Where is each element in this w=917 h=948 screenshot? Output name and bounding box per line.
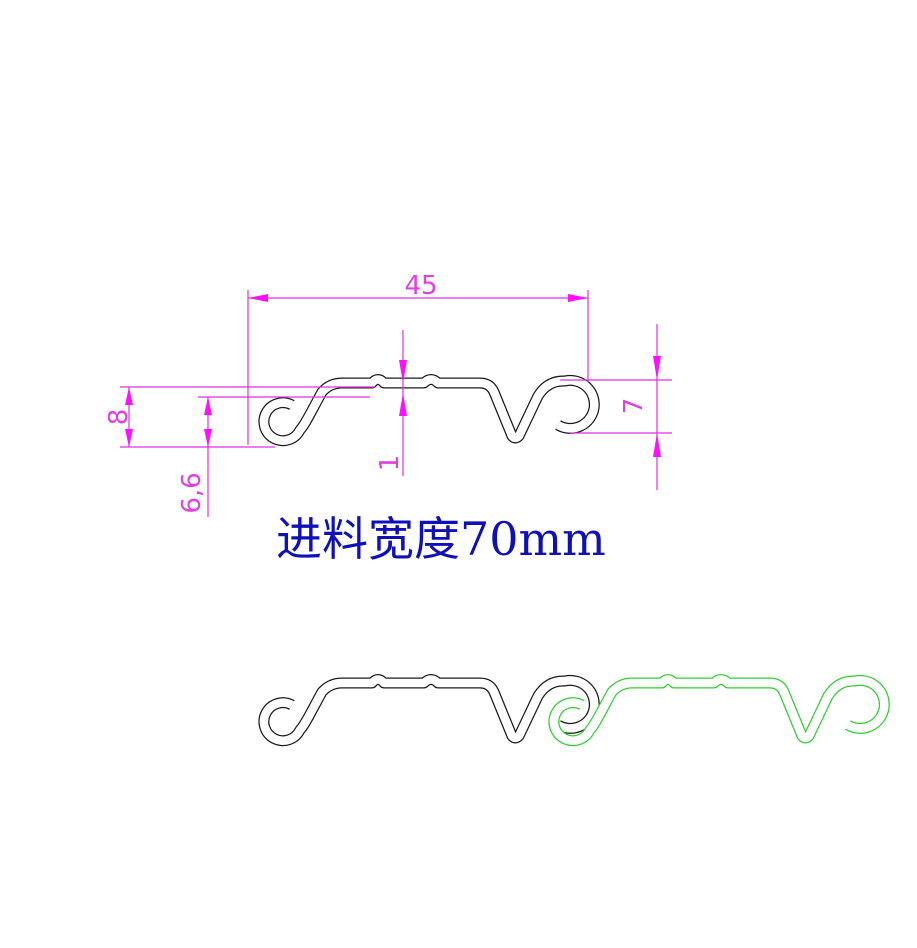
- dimension-left-inner-height: 6,6: [177, 396, 370, 517]
- dimension-label-width: 45: [404, 271, 437, 301]
- feed-width-caption: 进料宽度70mm: [276, 512, 606, 566]
- profile-inner: [264, 380, 594, 441]
- dimension-label-rib-thickness: 1: [375, 455, 405, 472]
- interlock-profile-right: [554, 680, 884, 741]
- dimensioned-profile: [264, 380, 594, 441]
- dimension-label-left-inner-height: 6,6: [177, 472, 207, 513]
- interlock-profile-left: [264, 680, 594, 741]
- dimension-right-height: 7: [560, 324, 672, 490]
- dimension-label-right-height: 7: [619, 398, 649, 415]
- dimension-label-left-height: 8: [104, 409, 134, 426]
- dimension-rib-thickness: 1: [375, 330, 407, 476]
- dimension-overall-width: 45: [247, 271, 589, 445]
- dimension-left-height: 8: [104, 386, 375, 448]
